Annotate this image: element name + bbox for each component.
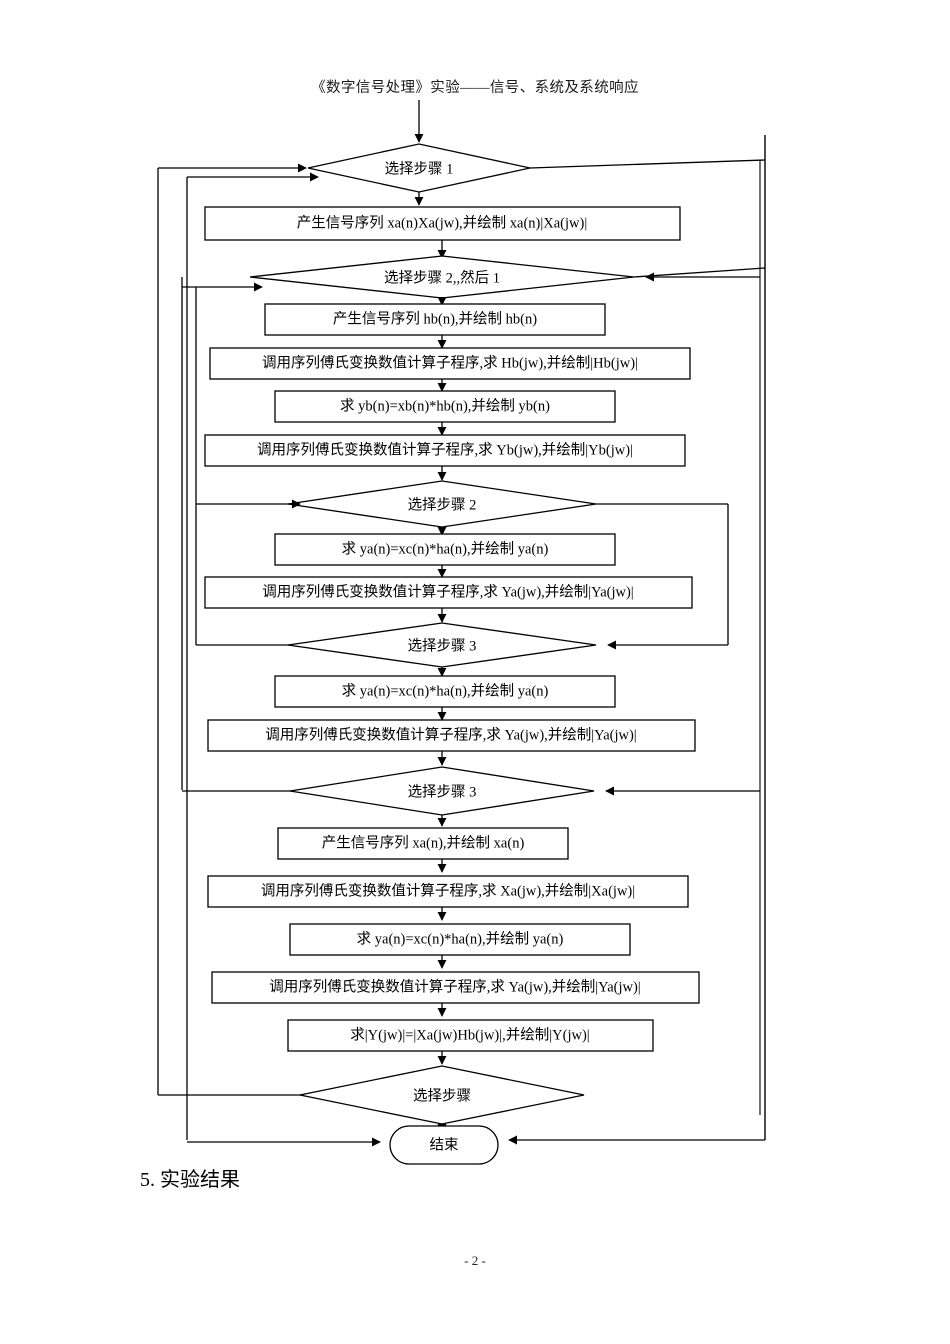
label-decision-select-step-2-then-1: 选择步骤 2,,然后 1 [384, 269, 500, 286]
decision-select-step-3-first [287, 622, 597, 668]
process-generate-xan [277, 827, 569, 860]
label-terminator-end: 结束 [430, 1136, 459, 1153]
label-process-compute-Yajw-3: 调用序列傅氏变换数值计算子程序,求 Ya(jw),并绘制|Ya(jw)| [269, 978, 640, 995]
process-compute-ybn [274, 390, 616, 423]
document-header: 《数字信号处理》实验——信号、系统及系统响应 [311, 80, 639, 96]
page-number: - 2 - [464, 1253, 486, 1268]
process-compute-Ybjw [204, 434, 686, 467]
process-compute-yan-1 [274, 533, 616, 566]
label-process-compute-Hbjw: 调用序列傅氏变换数值计算子程序,求 Hb(jw),并绘制|Hb(jw)| [262, 354, 638, 371]
section-heading-results: 5. 实验结果 [140, 1169, 240, 1191]
terminator-end [389, 1125, 499, 1165]
process-compute-Xajw [207, 875, 689, 908]
label-process-compute-Yjw-magnitude: 求|Y(jw)|=|Xa(jw)Hb(jw)|,并绘制|Y(jw)| [350, 1026, 589, 1043]
label-process-compute-yan-2: 求 ya(n)=xc(n)*ha(n),并绘制 ya(n) [342, 682, 549, 699]
label-process-compute-yan-3: 求 ya(n)=xc(n)*ha(n),并绘制 ya(n) [357, 930, 564, 947]
label-process-compute-Ybjw: 调用序列傅氏变换数值计算子程序,求 Yb(jw),并绘制|Yb(jw)| [257, 441, 633, 458]
label-process-generate-xan: 产生信号序列 xa(n),并绘制 xa(n) [322, 834, 525, 851]
label-decision-select-step-2: 选择步骤 2 [408, 496, 477, 513]
label-decision-select-step-1: 选择步骤 1 [385, 160, 454, 177]
label-process-compute-yan-1: 求 ya(n)=xc(n)*ha(n),并绘制 ya(n) [342, 540, 549, 557]
label-process-generate-xa-Xajw: 产生信号序列 xa(n)Xa(jw),并绘制 xa(n)|Xa(jw)| [297, 214, 588, 231]
label-process-compute-Yajw-2: 调用序列傅氏变换数值计算子程序,求 Ya(jw),并绘制|Ya(jw)| [265, 726, 636, 743]
label-decision-select-step: 选择步骤 [413, 1087, 471, 1104]
label-process-generate-hb: 产生信号序列 hb(n),并绘制 hb(n) [333, 310, 537, 327]
decision-select-step-3-second [289, 766, 595, 816]
process-compute-yan-2 [274, 675, 616, 708]
process-compute-Yajw-1 [204, 576, 693, 609]
edge-decision-2-to-rail-right [633, 267, 766, 278]
process-compute-Yjw-magnitude [287, 1019, 654, 1052]
process-compute-Yajw-2 [207, 719, 696, 752]
process-compute-Yajw-3 [211, 971, 700, 1004]
process-generate-xa-Xajw [204, 206, 681, 241]
process-compute-yan-3 [289, 923, 631, 956]
process-generate-hb [264, 303, 606, 336]
label-process-compute-Xajw: 调用序列傅氏变换数值计算子程序,求 Xa(jw),并绘制|Xa(jw)| [261, 882, 635, 899]
label-decision-select-step-3-second: 选择步骤 3 [408, 783, 477, 800]
edge-decision-1-to-rail-right [529, 159, 766, 169]
label-process-compute-Yajw-1: 调用序列傅氏变换数值计算子程序,求 Ya(jw),并绘制|Ya(jw)| [262, 583, 633, 600]
decision-select-step [299, 1065, 585, 1125]
process-compute-Hbjw [209, 347, 691, 380]
label-decision-select-step-3-first: 选择步骤 3 [408, 637, 477, 654]
label-process-compute-ybn: 求 yb(n)=xb(n)*hb(n),并绘制 yb(n) [340, 397, 550, 414]
